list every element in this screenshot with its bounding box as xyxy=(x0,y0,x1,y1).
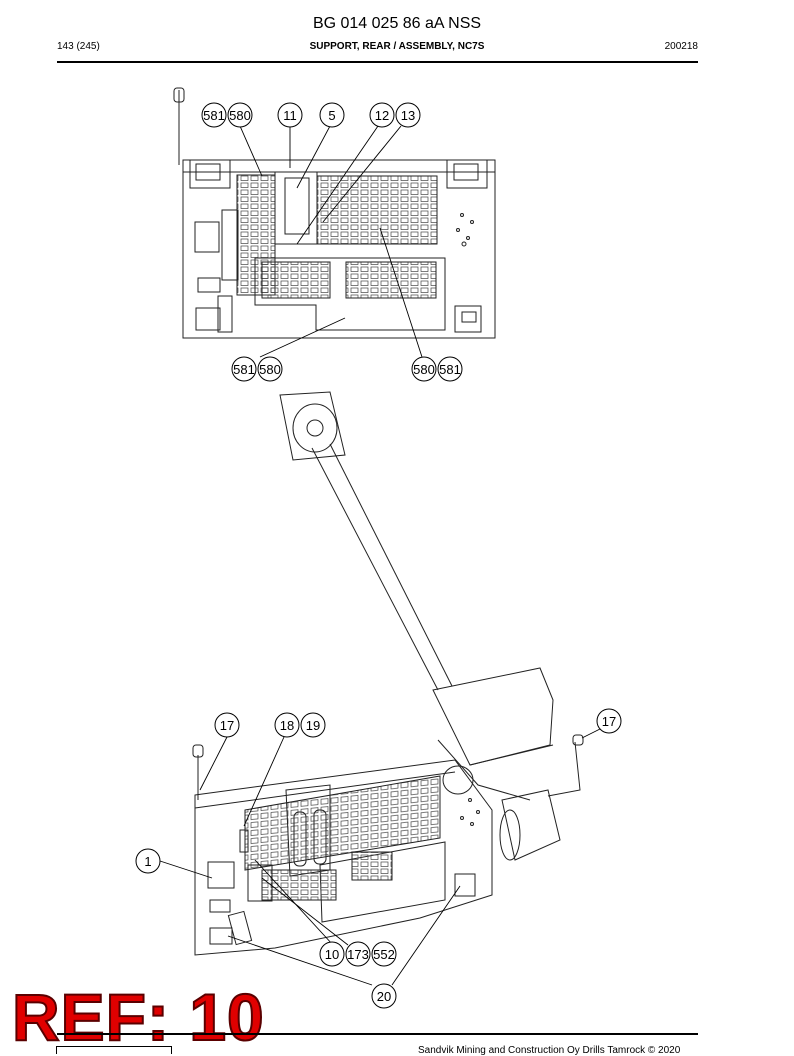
callout-11: 11 xyxy=(277,102,303,128)
callout-552: 552 xyxy=(371,941,397,967)
header-rule xyxy=(57,61,698,63)
svg-text:580: 580 xyxy=(229,108,251,123)
svg-text:18: 18 xyxy=(280,718,294,733)
svg-text:581: 581 xyxy=(203,108,225,123)
callout-18: 18 xyxy=(274,712,300,738)
footer-rule xyxy=(57,1033,698,1035)
svg-text:5: 5 xyxy=(328,108,335,123)
callout-580: 580 xyxy=(227,102,253,128)
svg-text:17: 17 xyxy=(602,714,616,729)
callout-17: 17 xyxy=(596,708,622,734)
svg-text:13: 13 xyxy=(401,108,415,123)
svg-text:17: 17 xyxy=(220,718,234,733)
callout-1: 1 xyxy=(135,848,161,874)
svg-text:11: 11 xyxy=(283,108,297,123)
svg-text:12: 12 xyxy=(375,108,389,123)
company-logo xyxy=(56,1046,172,1054)
callout-173: 173 xyxy=(345,941,371,967)
page-number: 143 (245) xyxy=(57,41,100,52)
callout-17: 17 xyxy=(214,712,240,738)
svg-text:580: 580 xyxy=(259,362,281,377)
svg-text:580: 580 xyxy=(413,362,435,377)
footer-copyright: Sandvik Mining and Construction Oy Drill… xyxy=(418,1045,681,1056)
document-code: BG 014 025 86 aA NSS xyxy=(312,15,482,32)
page-title: SUPPORT, REAR / ASSEMBLY, NC7S xyxy=(309,41,485,52)
revision-date: 200218 xyxy=(664,41,698,52)
svg-text:581: 581 xyxy=(233,362,255,377)
svg-text:173: 173 xyxy=(347,947,369,962)
top-view xyxy=(173,87,496,339)
callout-580: 580 xyxy=(257,356,283,382)
svg-text:581: 581 xyxy=(439,362,461,377)
callout-19: 19 xyxy=(300,712,326,738)
svg-text:20: 20 xyxy=(377,989,391,1004)
callout-12: 12 xyxy=(369,102,395,128)
callout-13: 13 xyxy=(395,102,421,128)
svg-text:1: 1 xyxy=(144,854,151,869)
shaft xyxy=(279,391,453,691)
reference-label: REF: 10 xyxy=(11,980,265,1054)
svg-text:552: 552 xyxy=(373,947,395,962)
svg-text:19: 19 xyxy=(306,718,320,733)
callout-581: 581 xyxy=(437,356,463,382)
callout-580: 580 xyxy=(411,356,437,382)
callout-10: 10 xyxy=(319,941,345,967)
callout-581: 581 xyxy=(231,356,257,382)
leader-lines xyxy=(159,125,601,986)
callout-20: 20 xyxy=(371,983,397,1009)
callout-581: 581 xyxy=(201,102,227,128)
callouts: 581 580 11 5 12 13 581 580 580 581 17 18… xyxy=(135,102,622,1009)
svg-text:10: 10 xyxy=(325,947,339,962)
bottom-view xyxy=(192,667,584,956)
callout-5: 5 xyxy=(319,102,345,128)
